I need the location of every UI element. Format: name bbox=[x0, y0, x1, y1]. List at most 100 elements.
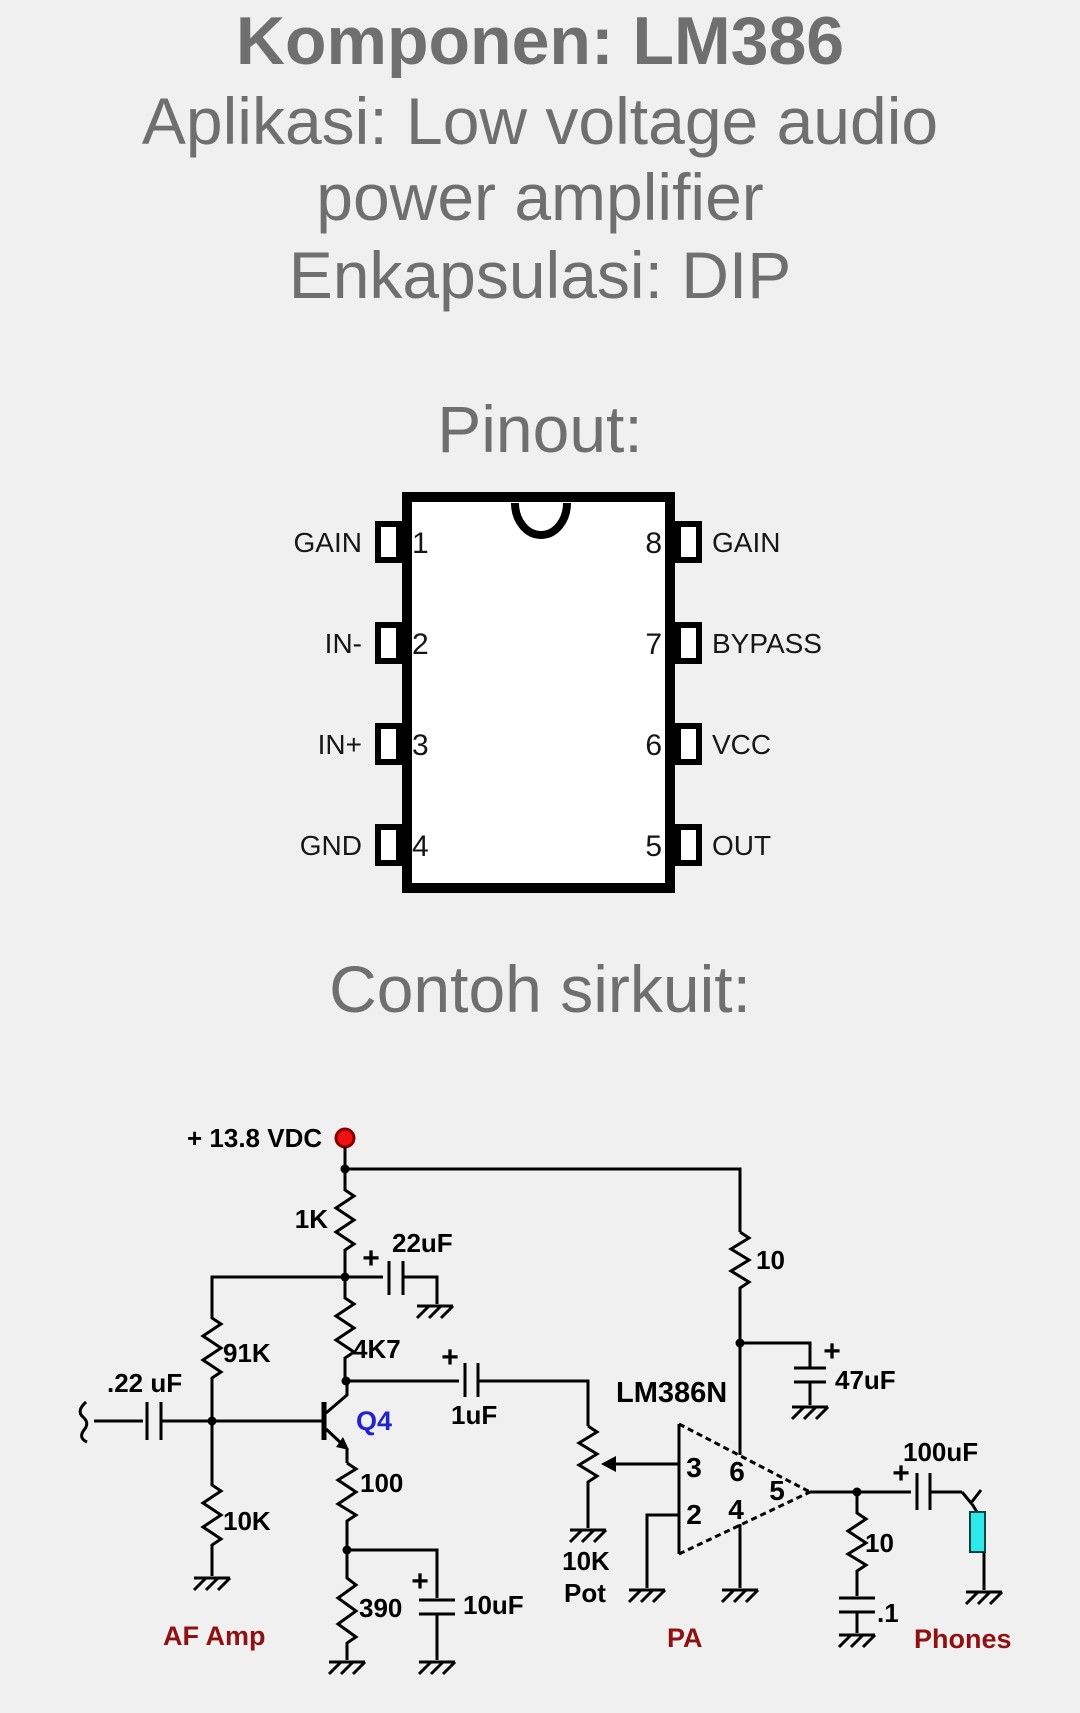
ground-symbol bbox=[720, 1588, 760, 1604]
pin-box-4 bbox=[375, 824, 402, 866]
ground-symbol bbox=[415, 1304, 455, 1320]
application-line-1: Aplikasi: Low voltage audio bbox=[141, 84, 939, 158]
ic-notch bbox=[511, 502, 571, 539]
stage-label-af-amp: AF Amp bbox=[163, 1621, 266, 1651]
pin-box-6 bbox=[675, 723, 702, 765]
pin-number-3: 3 bbox=[412, 729, 429, 762]
plus-sign: + bbox=[362, 1242, 380, 1275]
ic-name-label: LM386N bbox=[616, 1377, 727, 1409]
opamp-pin6: 6 bbox=[729, 1456, 745, 1487]
ground-symbol bbox=[568, 1528, 608, 1544]
cap-100uf-label: 100uF bbox=[903, 1437, 978, 1467]
junction-dot bbox=[207, 1416, 217, 1426]
ground-symbol bbox=[192, 1576, 232, 1592]
circuit-schematic: + 13.8 VDC 1K 22uF + 91K .22 uF 10K 4K7 … bbox=[78, 1123, 1012, 1676]
junction-dot bbox=[340, 1164, 350, 1174]
pin-label-vcc: VCC bbox=[712, 729, 771, 760]
pin-label-in-plus: IN+ bbox=[318, 729, 362, 760]
cap-input-point22uf bbox=[94, 1402, 322, 1440]
cap-47uf bbox=[740, 1341, 826, 1405]
pin-box-3 bbox=[375, 723, 402, 765]
ground-symbol bbox=[417, 1660, 457, 1676]
resistor-10-supply-label: 10 bbox=[756, 1245, 785, 1275]
resistor-10-zobel-label: 10 bbox=[865, 1528, 894, 1558]
zobel-network bbox=[839, 1492, 875, 1633]
junction-dot bbox=[852, 1487, 862, 1497]
plus-sign: + bbox=[892, 1457, 910, 1490]
pin-label-gnd: GND bbox=[300, 830, 362, 861]
opamp-triangle bbox=[678, 1422, 811, 1556]
pot-word-label: Pot bbox=[564, 1578, 606, 1608]
pot-wiper-arrow bbox=[601, 1456, 616, 1472]
ic-body bbox=[402, 492, 675, 893]
pin-label-gain-1: GAIN bbox=[294, 527, 362, 558]
resistor-10k-bias-label: 10K bbox=[223, 1506, 271, 1536]
junction-dot bbox=[342, 1545, 352, 1555]
resistor-100-label: 100 bbox=[360, 1468, 403, 1498]
resistor-390-label: 390 bbox=[359, 1593, 402, 1623]
pin-box-7 bbox=[675, 622, 702, 664]
resistor-10-supply bbox=[728, 1230, 752, 1455]
resistor-91k-label: 91K bbox=[223, 1338, 271, 1368]
opamp-pin4: 4 bbox=[728, 1494, 744, 1525]
cap-22uf bbox=[345, 1261, 439, 1304]
cap-input-label: .22 uF bbox=[107, 1368, 182, 1398]
q4-collector bbox=[325, 1381, 349, 1415]
cap-1uf-label: 1uF bbox=[451, 1400, 497, 1430]
pin2-ground-wire bbox=[645, 1513, 679, 1588]
emitter-degeneration-network bbox=[335, 1461, 455, 1660]
plus-sign: + bbox=[823, 1335, 841, 1368]
circuit-heading: Contoh sirkuit: bbox=[329, 952, 751, 1026]
ground-symbol bbox=[327, 1660, 367, 1676]
resistor-91k bbox=[200, 1275, 345, 1421]
pin-number-5: 5 bbox=[645, 830, 662, 863]
junction-dot bbox=[735, 1338, 745, 1348]
pin-label-bypass: BYPASS bbox=[712, 628, 822, 659]
pin-number-2: 2 bbox=[412, 628, 429, 661]
headphone-jack bbox=[969, 1511, 986, 1553]
pin-box-2 bbox=[375, 622, 402, 664]
q4-emitter bbox=[324, 1427, 349, 1463]
page-title: Komponen: LM386 bbox=[235, 3, 845, 79]
transistor-q4-label: Q4 bbox=[356, 1406, 392, 1436]
pin-number-8: 8 bbox=[645, 527, 662, 560]
resistor-1k-label: 1K bbox=[295, 1204, 328, 1234]
resistor-4k7-label: 4K7 bbox=[353, 1334, 401, 1364]
pin-box-5 bbox=[675, 824, 702, 866]
cap-1uf bbox=[347, 1363, 590, 1426]
pin-box-8 bbox=[675, 521, 702, 563]
cap-point1-label: .1 bbox=[877, 1598, 899, 1628]
pin-label-gain-8: GAIN bbox=[712, 527, 780, 558]
plug-squiggle bbox=[960, 1489, 983, 1513]
ground-symbol bbox=[837, 1633, 877, 1649]
q4-emitter-arrow bbox=[336, 1437, 349, 1450]
ground-symbol bbox=[627, 1588, 667, 1604]
supply-terminal bbox=[334, 1127, 356, 1149]
cap-10uf-label: 10uF bbox=[463, 1590, 524, 1620]
cap-100uf bbox=[810, 1473, 962, 1510]
resistor-1k bbox=[333, 1169, 357, 1277]
pinout-diagram: 1 2 3 4 8 7 6 5 GAIN IN- IN+ GND GAIN BY… bbox=[294, 492, 822, 893]
potentiometer-10k bbox=[576, 1424, 679, 1528]
pin-label-out: OUT bbox=[712, 830, 771, 861]
encapsulation-line: Enkapsulasi: DIP bbox=[288, 238, 792, 312]
opamp-pin2: 2 bbox=[686, 1499, 702, 1530]
pin-number-7: 7 bbox=[645, 628, 662, 661]
pinout-heading: Pinout: bbox=[437, 392, 643, 466]
plus-sign: + bbox=[411, 1565, 429, 1598]
pin-number-4: 4 bbox=[412, 830, 429, 863]
pin-number-6: 6 bbox=[645, 729, 662, 762]
opamp-pin3: 3 bbox=[686, 1452, 702, 1483]
application-line-2: power amplifier bbox=[316, 160, 764, 234]
cap-47uf-label: 47uF bbox=[835, 1365, 896, 1395]
ground-symbol bbox=[790, 1405, 830, 1421]
opamp-pin5: 5 bbox=[769, 1475, 785, 1506]
input-pigtail bbox=[78, 1400, 89, 1444]
pin-number-1: 1 bbox=[412, 527, 429, 560]
junction-dot bbox=[341, 1376, 351, 1386]
supply-label: + 13.8 VDC bbox=[187, 1123, 322, 1153]
plus-sign: + bbox=[441, 1341, 459, 1374]
stage-label-phones: Phones bbox=[914, 1624, 1012, 1654]
stage-label-pa: PA bbox=[667, 1623, 703, 1653]
